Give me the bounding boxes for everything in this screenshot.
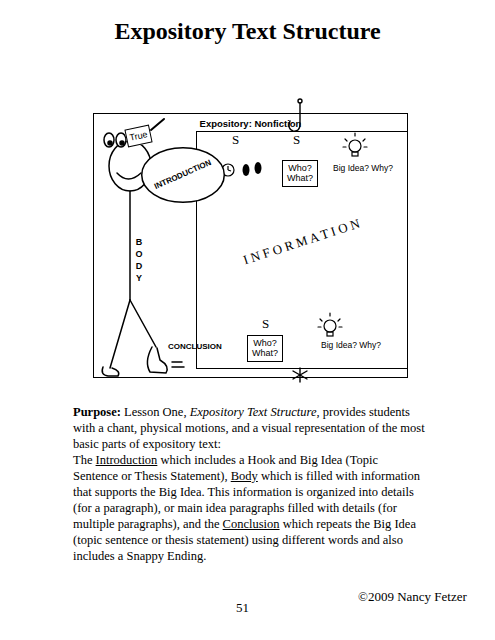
note-word: True bbox=[129, 129, 149, 143]
panel-word: I N F O R M A T I O N bbox=[242, 216, 362, 268]
pencil bbox=[151, 119, 164, 130]
ray bbox=[329, 313, 330, 316]
label-holder: S bbox=[232, 132, 239, 148]
term: Introduction bbox=[96, 453, 158, 467]
footprint bbox=[243, 164, 250, 176]
purpose-text: Lesson One, bbox=[124, 405, 187, 419]
footprint bbox=[255, 162, 262, 174]
clock-hand bbox=[227, 166, 228, 170]
sentence-marker: S bbox=[232, 132, 239, 148]
title-holder: Expository Text Structure bbox=[0, 18, 495, 45]
who-what-box: Who? What? bbox=[282, 160, 318, 187]
sentence-marker: S bbox=[262, 316, 269, 332]
copyright: ©2009 Nancy Fetzer bbox=[358, 589, 467, 605]
pupil bbox=[108, 141, 112, 145]
question-words: Who? What? bbox=[287, 163, 313, 184]
ray bbox=[338, 319, 340, 321]
label-holder: B O D Y bbox=[135, 236, 143, 285]
clock-hand bbox=[228, 170, 231, 171]
leg bbox=[130, 300, 156, 347]
ray bbox=[339, 326, 342, 327]
ray bbox=[364, 146, 367, 147]
question-words: Who? What? bbox=[252, 338, 278, 359]
footprints-icon bbox=[243, 162, 262, 176]
pencil-body bbox=[151, 119, 164, 130]
who-what-box: Who? What? bbox=[247, 335, 283, 362]
bulb-icon bbox=[318, 313, 342, 336]
label-holder: ©2009 Nancy Fetzer bbox=[358, 589, 467, 605]
pupil bbox=[120, 141, 124, 145]
lesson-title: Expository Text Structure bbox=[190, 405, 317, 419]
ray bbox=[318, 326, 321, 327]
purpose-text: The bbox=[73, 453, 92, 467]
prompt-label: Big Idea? Why? bbox=[321, 340, 381, 350]
ray bbox=[345, 139, 347, 141]
shoe bbox=[147, 347, 167, 373]
conclusion-label: CONCLUSION bbox=[168, 342, 222, 351]
label-holder: S bbox=[293, 132, 300, 148]
bulb-base bbox=[327, 332, 333, 336]
paper-note: True bbox=[124, 125, 152, 148]
ray bbox=[363, 139, 365, 141]
speech-bubble: INTRODUCTION bbox=[140, 146, 226, 204]
ray bbox=[320, 319, 322, 321]
term: Conclusion bbox=[223, 517, 280, 531]
eye bbox=[104, 133, 114, 147]
label-holder: S bbox=[262, 316, 269, 332]
ray bbox=[343, 146, 346, 147]
sentence-marker: S bbox=[293, 132, 300, 148]
purpose-heading: Purpose: bbox=[73, 405, 121, 419]
body-line bbox=[129, 191, 131, 300]
bulb-icon bbox=[343, 133, 367, 156]
label-holder: Big Idea? Why? bbox=[333, 163, 393, 173]
bulb bbox=[349, 140, 361, 152]
bubble-shape bbox=[142, 148, 225, 203]
leg bbox=[110, 300, 130, 368]
label-holder: Big Idea? Why? bbox=[321, 340, 381, 350]
eye bbox=[116, 133, 126, 147]
purpose-paragraph: Purpose: Lesson One, Expository Text Str… bbox=[73, 404, 425, 564]
ray bbox=[354, 133, 355, 136]
bulb bbox=[324, 320, 336, 332]
term: Body bbox=[231, 469, 258, 483]
bulb-base bbox=[352, 152, 358, 156]
body-label: B O D Y bbox=[135, 236, 143, 285]
hook-eye bbox=[298, 99, 302, 103]
label-holder: 51 bbox=[236, 600, 249, 616]
label-holder: CONCLUSION bbox=[168, 342, 222, 351]
page-number: 51 bbox=[236, 600, 249, 616]
asterisk-icon bbox=[293, 368, 307, 382]
foot bbox=[102, 367, 119, 376]
motion-line bbox=[172, 361, 182, 363]
page-title: Expository Text Structure bbox=[0, 18, 495, 45]
prompt-label: Big Idea? Why? bbox=[333, 163, 393, 173]
motion-line bbox=[172, 366, 184, 368]
smile bbox=[117, 173, 141, 179]
